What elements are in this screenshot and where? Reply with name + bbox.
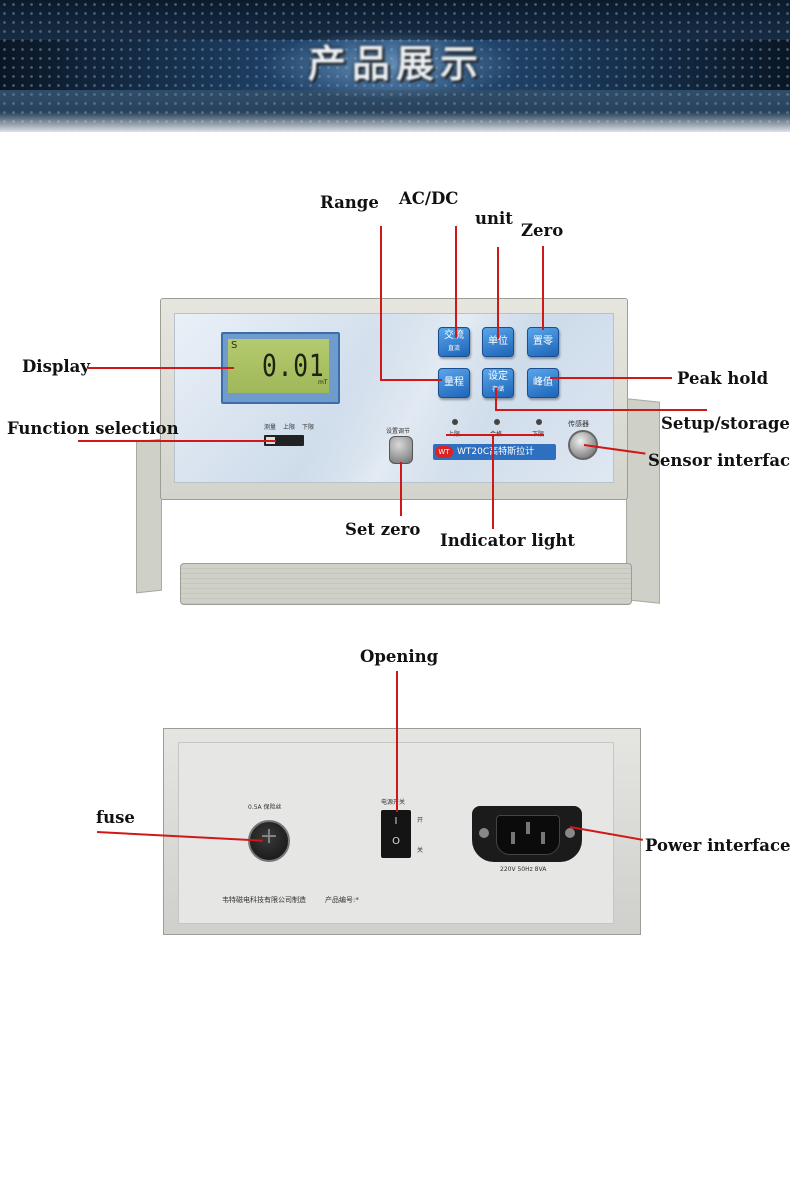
line-peak bbox=[550, 377, 672, 379]
switch-mark-on: I bbox=[394, 816, 398, 827]
banner-fade bbox=[0, 112, 790, 132]
fuse-rating-label: 0.5A 保险丝 bbox=[248, 804, 282, 811]
callout-setup-storage: Setup/storage bbox=[661, 414, 790, 433]
socket-pin-left bbox=[511, 832, 515, 844]
brand-text: WT20C高特斯拉计 bbox=[457, 447, 535, 457]
zero-adjust-label: 设置调节 bbox=[386, 428, 411, 435]
socket-pin-earth bbox=[526, 822, 530, 834]
handle-grip bbox=[180, 563, 632, 605]
callout-set-zero: Set zero bbox=[345, 520, 421, 539]
line-range-h bbox=[380, 379, 442, 381]
function-switch-label-upper: 上限 bbox=[283, 424, 296, 431]
serial-number-label: 产品编号:* bbox=[325, 896, 359, 904]
ac-dc-button-bottom: 直流 bbox=[447, 345, 460, 352]
setup-button-top: 设定 bbox=[488, 371, 508, 382]
line-setup-v bbox=[495, 388, 497, 410]
sensor-port-label: 传感器 bbox=[568, 420, 589, 428]
banner-title: 产品展示 bbox=[307, 42, 484, 86]
function-switch-label-measure: 测量 bbox=[264, 424, 277, 431]
led-upper bbox=[452, 419, 458, 425]
line-function bbox=[78, 440, 276, 442]
callout-zero: Zero bbox=[521, 221, 564, 240]
header-banner: 产品展示 bbox=[0, 0, 790, 132]
ac-dc-button-top: 交流 bbox=[444, 330, 464, 341]
lcd-mode: S bbox=[231, 340, 238, 351]
brand-plate: WT WT20C高特斯拉计 bbox=[433, 444, 556, 460]
line-opening bbox=[396, 671, 398, 812]
callout-display: Display bbox=[22, 357, 90, 376]
peak-hold-button[interactable]: 峰值 bbox=[527, 368, 559, 398]
callout-unit: unit bbox=[475, 209, 513, 228]
brand-logo: WT bbox=[435, 446, 453, 458]
power-socket[interactable] bbox=[472, 806, 582, 862]
callout-ac-dc: AC/DC bbox=[399, 189, 459, 208]
line-range-v bbox=[380, 226, 382, 380]
callout-power-interface: Power interface bbox=[645, 836, 790, 855]
lcd-unit: mT bbox=[318, 379, 328, 386]
callout-range: Range bbox=[320, 193, 379, 212]
led-lower bbox=[536, 419, 542, 425]
lcd-display: S 0.01 mT bbox=[228, 339, 329, 393]
line-setup-h bbox=[495, 409, 707, 411]
banner-glow bbox=[260, 30, 520, 100]
line-display bbox=[88, 367, 234, 369]
ac-dc-button[interactable]: 交流 直流 bbox=[438, 327, 470, 357]
switch-mark-off: O bbox=[392, 836, 400, 847]
callout-function-selection: Function selection bbox=[7, 419, 179, 438]
power-switch-label: 电源开关 bbox=[381, 799, 406, 806]
line-unit bbox=[497, 247, 499, 339]
callout-peak-hold: Peak hold bbox=[677, 369, 769, 388]
led-pass bbox=[494, 419, 500, 425]
setup-storage-button[interactable]: 设定 存储 bbox=[482, 368, 514, 398]
line-acdc bbox=[455, 226, 457, 338]
zero-button[interactable]: 置零 bbox=[527, 327, 559, 357]
lcd-reading: 0.01 bbox=[262, 349, 325, 384]
range-button[interactable]: 量程 bbox=[438, 368, 470, 398]
set-zero-knob[interactable] bbox=[389, 436, 413, 464]
function-switch-label-lower: 下限 bbox=[302, 424, 315, 431]
switch-on-label: 开 bbox=[417, 817, 424, 824]
callout-opening: Opening bbox=[360, 647, 439, 666]
callout-sensor-interface: Sensor interface bbox=[648, 451, 790, 470]
power-switch[interactable]: I O bbox=[381, 810, 411, 858]
line-setzero bbox=[400, 462, 402, 516]
socket-pin-right bbox=[541, 832, 545, 844]
callout-indicator-light: Indicator light bbox=[440, 531, 576, 550]
callout-fuse: fuse bbox=[96, 808, 135, 827]
setup-button-bottom: 存储 bbox=[491, 386, 504, 393]
handle-arm-left bbox=[136, 438, 162, 594]
switch-off-label: 关 bbox=[417, 847, 424, 854]
manufacturer-label: 韦特磁电科技有限公司制造 bbox=[222, 896, 306, 904]
line-indicator-h bbox=[446, 434, 544, 436]
socket-screw-right bbox=[565, 828, 575, 838]
line-indicator-v bbox=[492, 435, 494, 529]
socket-inlet bbox=[496, 815, 560, 855]
power-rating-label: 220V 50Hz 8VA bbox=[500, 866, 547, 873]
line-zero bbox=[542, 246, 544, 330]
socket-screw-left bbox=[479, 828, 489, 838]
